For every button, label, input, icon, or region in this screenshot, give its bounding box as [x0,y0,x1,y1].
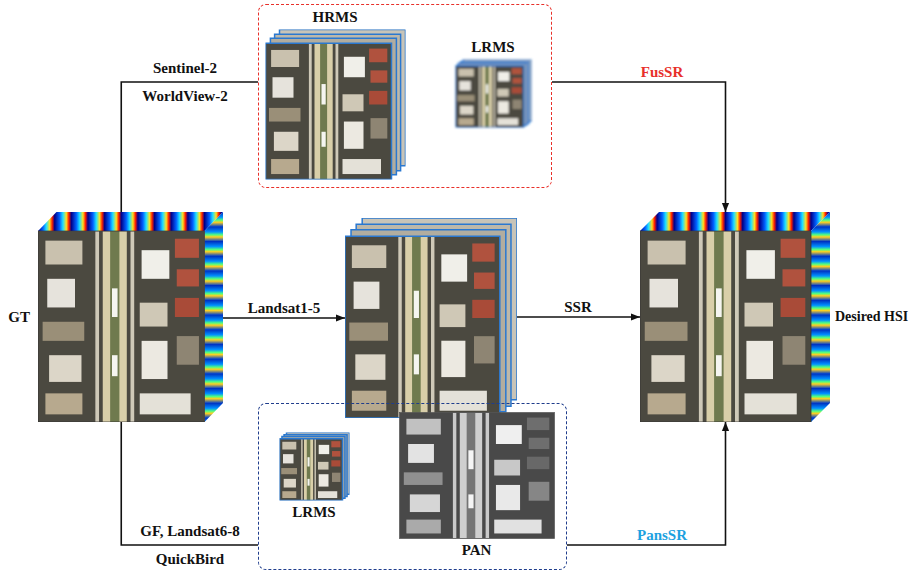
image-label: LRMS [292,503,335,521]
image-cube: Desired HSI [640,212,830,422]
pan-image [400,413,555,539]
edge-label: PansSR [637,526,687,544]
edge-label: FusSR [641,63,684,81]
image-label: Desired HSI [835,308,908,326]
edge-label: Landsat1-5 [248,299,321,317]
lrms-cube [456,60,532,128]
image-cube: HRMS [265,29,405,179]
flow-arrow [567,422,726,545]
image-label: LRMS [471,38,514,56]
hrms-cube [266,30,406,180]
lrms-cube [280,433,350,501]
edge-label: Sentinel-2 WorldView-2 [130,54,240,110]
gt-cube [38,212,223,422]
pansharpen-group: LRMS PAN [258,403,567,570]
flow-arrow [552,82,726,212]
edge-label: GF, Landsat6-8 QuickBird [128,517,253,573]
image-cube: GT [38,212,223,422]
fusion-group: HRMS LRMS [258,4,552,188]
ms-cube [345,218,517,418]
image-label: HRMS [313,8,358,26]
image-cube: LRMS [455,59,531,127]
image-cube [345,218,517,418]
image-label: PAN [462,541,492,559]
hsi-cube [640,212,830,422]
pan-image: PAN [399,412,554,538]
flow-arrow [517,316,640,318]
image-label: GT [8,308,30,326]
image-cube: LRMS [279,432,349,500]
flow-arrow [223,317,345,319]
edge-label: SSR [564,298,592,316]
